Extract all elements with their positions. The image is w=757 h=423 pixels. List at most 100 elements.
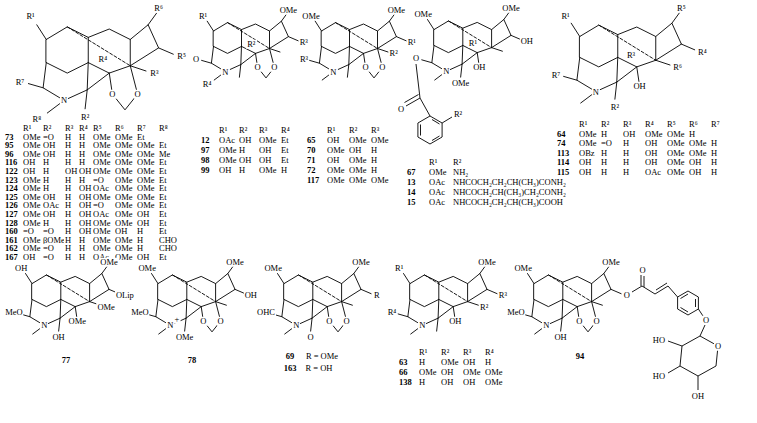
compound-number: 116 (4, 158, 18, 167)
table-cell: OH (440, 368, 454, 377)
table-cell: OH (42, 141, 56, 150)
atom-label: R² (246, 40, 256, 49)
atom-label: OH (632, 82, 646, 91)
compound-number: 138 (398, 378, 413, 387)
atom-label: N (418, 321, 426, 330)
atom-label: O (217, 317, 225, 326)
table-cell: OMe (92, 218, 111, 227)
table-cell: OMe (114, 210, 133, 219)
table-cell: OMe (114, 141, 133, 150)
atom-label: N (592, 87, 600, 96)
table-cell: OMe (418, 368, 437, 377)
atom-label: OMe (279, 6, 298, 15)
compound-number: 163 (283, 364, 298, 373)
atom-label: R³ (149, 69, 159, 78)
table-cell: OMe (136, 184, 155, 193)
table-cell: H (710, 139, 718, 148)
atom-label: N (442, 67, 450, 76)
table-header: R² (600, 120, 610, 129)
table-cell: H (78, 132, 86, 141)
table-cell: NHCOCH₂CH₂CH(CH₃)CONH₂ (452, 178, 567, 187)
atom-label: O (134, 90, 142, 99)
table-cell: H (136, 244, 144, 253)
table-header: R² (238, 126, 248, 135)
table-cell: OMe (348, 156, 367, 165)
table-header: R⁸ (158, 124, 169, 133)
table-header: R² (440, 348, 450, 357)
atom-label: N (40, 321, 48, 330)
table-cell: OMe (22, 132, 41, 141)
table-cell: OMe (22, 210, 41, 219)
table-header: R¹ (218, 126, 228, 135)
atom-label: R¹ (25, 12, 35, 21)
table-cell: H (136, 227, 144, 236)
table-cell: OMe (688, 139, 707, 148)
table-header: R² (42, 124, 52, 133)
compound-number: 12 (200, 136, 211, 145)
skeletons (20, 12, 695, 334)
table-cell: =O (92, 201, 105, 210)
atom-label: R (373, 291, 381, 300)
table-cell: OH (578, 167, 592, 176)
table-header: R² (452, 158, 462, 167)
table-cell: H (370, 156, 378, 165)
atom-label: OMe (263, 264, 282, 273)
table-cell: OMe (22, 236, 41, 245)
compound-number: 114 (556, 158, 570, 167)
table-cell: Et (158, 175, 168, 184)
compound-number: 77 (61, 356, 72, 365)
table-cell: H (710, 158, 718, 167)
table-cell: OMe (114, 184, 133, 193)
table-cell: Et (158, 158, 168, 167)
table-cell: OMe (92, 244, 111, 253)
table-cell: H (710, 167, 718, 176)
table-cell: =O (22, 227, 35, 236)
table-cell: H (600, 158, 608, 167)
table-cell: H (78, 141, 86, 150)
structure-label: O (397, 105, 405, 114)
compound-number: 72 (306, 166, 317, 175)
table-cell: OH (644, 139, 658, 148)
atom-label: OMe (96, 302, 115, 311)
table-cell: Et (158, 193, 168, 202)
table-cell: OH (578, 158, 592, 167)
table-header: R⁶ (688, 120, 699, 129)
atom-label: MeO (4, 308, 23, 317)
table-cell: OMe (114, 158, 133, 167)
table-cell: Et (136, 132, 146, 141)
side-chains (405, 64, 719, 390)
table-cell: OMe (666, 148, 685, 157)
compound-number: 15 (406, 198, 417, 207)
table-cell: OMe (462, 368, 481, 377)
atom-label: OH (448, 317, 462, 326)
table-cell: Et (158, 184, 168, 193)
atom-label: OH (472, 63, 486, 72)
table-header: R³ (462, 348, 472, 357)
atom-label: OMe (413, 10, 432, 19)
atom-label: OLip (115, 291, 135, 300)
table-cell: OMe (136, 193, 155, 202)
table-cell: OH (42, 193, 56, 202)
table-cell: OMe (114, 236, 133, 245)
table-cell: OMe (136, 167, 155, 176)
table-cell: OH (22, 167, 36, 176)
compound-number: 95 (4, 141, 15, 150)
atom-label: R¹ (394, 264, 404, 273)
table-cell: H (622, 158, 630, 167)
atom-label: O (575, 317, 583, 326)
table-header: R³ (64, 124, 74, 133)
table-cell: OMe (92, 132, 111, 141)
table-cell: H (42, 218, 50, 227)
atom-label: MeO (130, 308, 149, 317)
table-cell: CHO (158, 244, 178, 253)
atom-label: R¹ (407, 38, 417, 47)
table-cell: OH (348, 146, 362, 155)
table-cell: Et (158, 218, 168, 227)
table-cell: H (64, 218, 72, 227)
compound-number: 127 (4, 210, 19, 219)
table-cell: OMe (578, 139, 597, 148)
table-cell: OMe (92, 236, 111, 245)
table-cell: NHCOCH₂CH(CH₃)CH₂CONH₂ (452, 188, 567, 197)
table-cell: H (622, 148, 630, 157)
table-cell: H (64, 158, 72, 167)
